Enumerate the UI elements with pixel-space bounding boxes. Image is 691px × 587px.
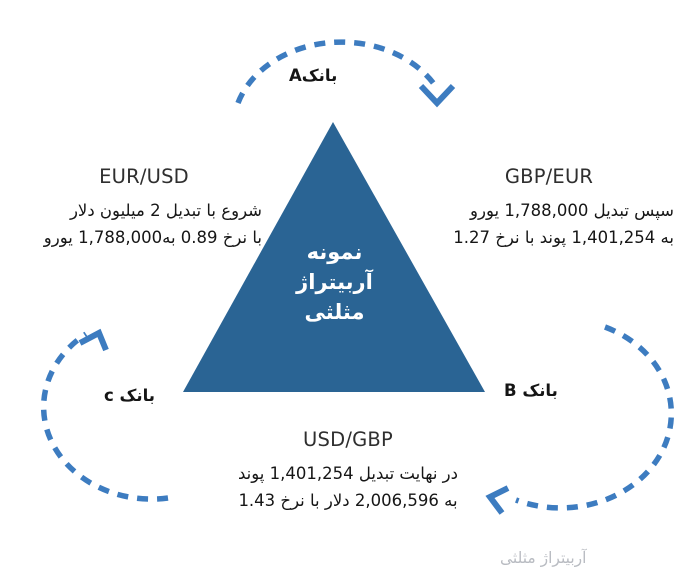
pair-desc-line-2: به 2,006,596 دلار با نرخ 1.43 [238, 490, 458, 510]
pair-desc-line-1: در نهایت تبدیل 1,401,254 پوند [238, 464, 458, 483]
pair-desc-line-1: سپس تبدیل 1,788,000 یورو [470, 201, 674, 220]
triangle-polygon [183, 122, 485, 392]
pair-desc-line-1: شروع با تبدیل 2 میلیون دلار [69, 201, 262, 220]
step-block-usd-gbp: USD/GBP در نهایت تبدیل 1,401,254 پوند به… [222, 428, 474, 514]
bank-a-label: بانکA [289, 66, 338, 85]
pair-description-eur-usd: شروع با تبدیل 2 میلیون دلار با نرخ 0.89 … [18, 198, 270, 251]
pair-desc-line-2: با نرخ 0.89 به1,788,000 یورو [43, 227, 262, 247]
watermark-label: آربیتراژ مثلثی [500, 549, 587, 567]
pair-title-usd-gbp: USD/GBP [303, 428, 393, 451]
pair-description-usd-gbp: در نهایت تبدیل 1,401,254 پوند به 2,006,5… [222, 461, 474, 514]
pair-title-eur-usd: EUR/USD [99, 165, 189, 188]
pair-description-gbp-eur: سپس تبدیل 1,788,000 یورو به 1,401,254 پو… [420, 198, 678, 251]
triangle-center-label: نمونه آربیتراژ مثلثی [262, 238, 407, 327]
bank-b-label: بانک B [504, 381, 558, 400]
step-block-gbp-eur: GBP/EUR سپس تبدیل 1,788,000 یورو به 1,40… [420, 165, 678, 251]
pair-desc-line-2: به 1,401,254 پوند با نرخ 1.27 [453, 227, 674, 247]
center-line-3: مثلثی [304, 299, 365, 324]
pair-title-gbp-eur: GBP/EUR [504, 165, 594, 188]
step-block-eur-usd: EUR/USD شروع با تبدیل 2 میلیون دلار با ن… [18, 165, 270, 251]
center-line-1: نمونه [306, 240, 363, 264]
center-line-2: آربیتراژ [296, 269, 373, 294]
bank-c-label: بانک c [104, 386, 156, 405]
